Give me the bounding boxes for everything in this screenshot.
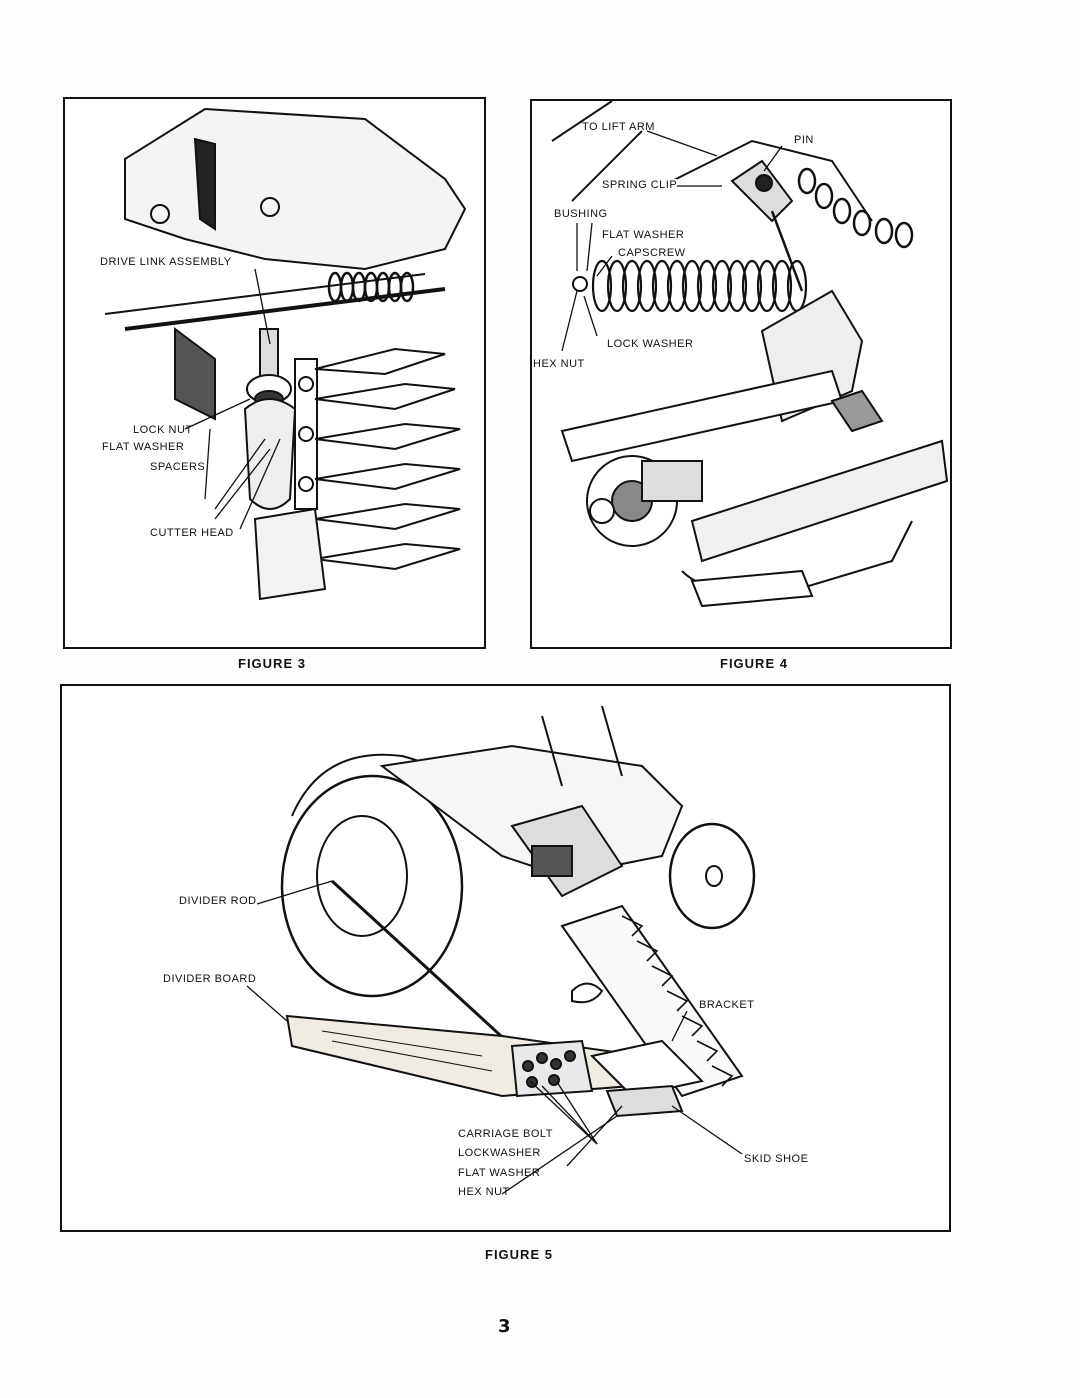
figure-3-panel: DRIVE LINK ASSEMBLY LOCK NUT FLAT WASHER… (63, 97, 486, 649)
label-divider-rod: DIVIDER ROD (179, 895, 257, 907)
label-skid-shoe: SKID SHOE (744, 1153, 809, 1165)
label-hex-nut-5: HEX NUT (458, 1186, 510, 1198)
figure-5-panel: DIVIDER ROD DIVIDER BOARD BRACKET CARRIA… (60, 684, 951, 1232)
label-divider-board: DIVIDER BOARD (163, 973, 257, 985)
label-bracket: BRACKET (699, 999, 755, 1011)
figure-5-caption: FIGURE 5 (485, 1247, 553, 1262)
label-pin: PIN (794, 134, 814, 146)
figure-5-illustration (246, 705, 756, 1195)
label-spring-clip: SPRING CLIP (602, 179, 678, 191)
figure-3-caption: FIGURE 3 (238, 656, 306, 671)
label-bushing: BUSHING (554, 208, 608, 220)
label-lock-washer: LOCK WASHER (607, 338, 694, 350)
label-flat-washer-5: FLAT WASHER (458, 1167, 541, 1179)
figure-4-panel: TO LIFT ARM PIN SPRING CLIP BUSHING FLAT… (530, 99, 952, 649)
figure-4-illustration (551, 101, 949, 608)
label-flat-washer: FLAT WASHER (102, 441, 185, 453)
label-hex-nut-4: HEX NUT (533, 358, 585, 370)
label-spacers: SPACERS (150, 461, 206, 473)
label-flat-washer-4: FLAT WASHER (602, 229, 685, 241)
label-lockwasher: LOCKWASHER (458, 1147, 541, 1159)
page-number: 3 (498, 1316, 511, 1337)
label-cutter-head: CUTTER HEAD (150, 527, 234, 539)
label-carriage-bolt: CARRIAGE BOLT (458, 1128, 553, 1140)
figure-4-caption: FIGURE 4 (720, 656, 788, 671)
label-capscrew: CAPSCREW (618, 247, 686, 259)
label-drive-link-assembly: DRIVE LINK ASSEMBLY (100, 256, 232, 268)
figure-3-illustration (104, 107, 467, 601)
label-to-lift-arm: TO LIFT ARM (582, 121, 655, 133)
label-lock-nut: LOCK NUT (133, 424, 193, 436)
